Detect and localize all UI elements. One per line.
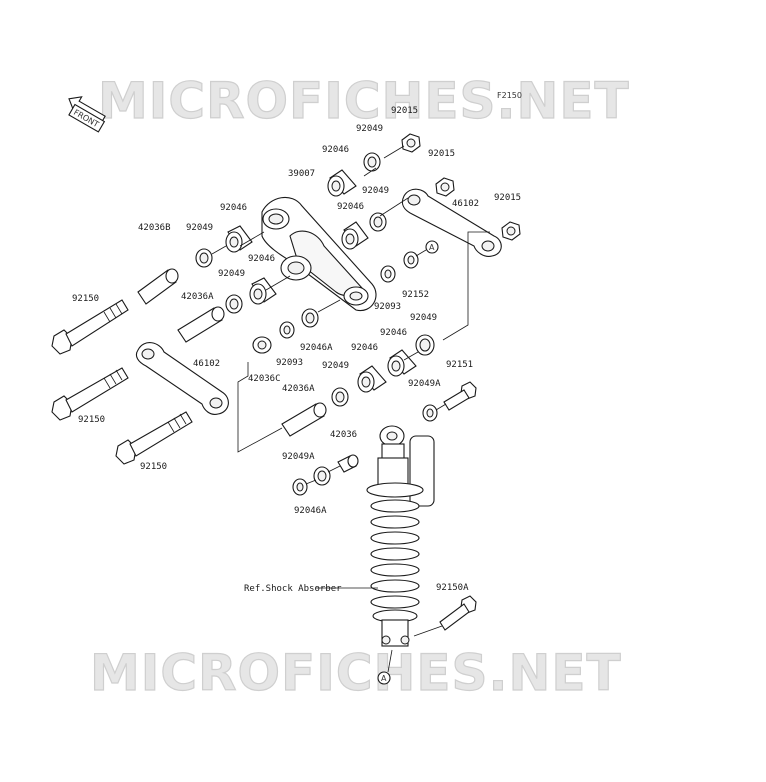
part-label: 92150 — [140, 462, 167, 472]
collar-42036 — [337, 454, 359, 473]
part-label: 92152 — [402, 290, 429, 300]
marker-a-upper: A — [425, 240, 439, 254]
part-label: 92046 — [337, 202, 364, 212]
bearing-92046-e — [387, 349, 417, 377]
marker-a-lower: A — [377, 671, 391, 685]
part-label: 92015 — [391, 106, 418, 116]
shock-absorber-reference-label: Ref.Shock Absorber — [244, 584, 342, 594]
rocker-arm-39007 — [261, 196, 377, 312]
nut-92015-c — [501, 221, 521, 241]
part-label: 39007 — [288, 169, 315, 179]
collar-42036B — [137, 268, 179, 305]
part-label: 92049 — [356, 124, 383, 134]
part-label: 92046 — [380, 328, 407, 338]
washer-92049A-b — [292, 478, 308, 496]
part-label: 92015 — [494, 193, 521, 203]
part-label: 92046 — [322, 145, 349, 155]
part-label: 92046A — [300, 343, 333, 353]
bearing-92046A-a — [301, 308, 319, 328]
part-label: 92150A — [436, 583, 469, 593]
washer-92093-a — [380, 265, 396, 283]
svg-text:A: A — [381, 674, 387, 683]
part-label: 92015 — [428, 149, 455, 159]
collar-42036A-b — [281, 402, 327, 437]
nut-92015-a — [401, 133, 421, 153]
part-label: 92046A — [294, 506, 327, 516]
part-label: 42036A — [282, 384, 315, 394]
bearing-92046A-b — [313, 466, 331, 486]
bolt-92151 — [443, 381, 477, 411]
bearing-92046-a — [327, 169, 357, 197]
bearing-92046-c — [225, 225, 253, 253]
part-label: 92049 — [410, 313, 437, 323]
part-label: 92093 — [374, 302, 401, 312]
part-label: 92150 — [72, 294, 99, 304]
seal-92049-c — [195, 248, 213, 268]
seal-92049-a — [363, 152, 381, 172]
diagram-code: F2150 — [497, 91, 522, 100]
bolt-92150-a — [51, 299, 129, 355]
part-label: 92151 — [446, 360, 473, 370]
part-label: 92046 — [351, 343, 378, 353]
bearing-92046-b — [341, 221, 369, 250]
watermark-top: MICROFICHES.NET — [98, 72, 630, 130]
bearing-92046-d — [249, 277, 277, 305]
watermark-bottom: MICROFICHES.NET — [90, 644, 622, 702]
tie-rod-46102-upper — [401, 188, 502, 257]
seal-92049-b — [369, 212, 387, 232]
part-label: 92046 — [248, 254, 275, 264]
part-label: 46102 — [193, 359, 220, 369]
part-label: 92049 — [322, 361, 349, 371]
part-label: 92049 — [218, 269, 245, 279]
nut-92015-b — [435, 177, 455, 197]
part-label: 46102 — [452, 199, 479, 209]
bolt-92150-c — [115, 411, 193, 465]
bolt-92150A — [439, 595, 477, 631]
part-label: 42036B — [138, 223, 171, 233]
part-label: 92046 — [220, 203, 247, 213]
collar-42036A-a — [177, 306, 225, 343]
seal-92049-d — [225, 294, 243, 314]
svg-text:A: A — [429, 243, 435, 252]
part-label: 92049A — [282, 452, 315, 462]
shock-absorber — [366, 425, 435, 647]
part-label: 92150 — [78, 415, 105, 425]
part-label: 92093 — [276, 358, 303, 368]
seal-92049-e — [415, 334, 435, 356]
washer-92093-b — [279, 321, 295, 339]
bearing-92046-f — [357, 365, 387, 393]
part-label: 92049A — [408, 379, 441, 389]
part-label: 42036C — [248, 374, 281, 384]
washer-92152 — [403, 251, 419, 269]
washer-92049A-a — [422, 404, 438, 422]
part-label: 92049 — [186, 223, 213, 233]
bolt-92150-b — [51, 367, 129, 421]
seal-92049-f — [331, 387, 349, 407]
shock-spring — [370, 499, 420, 609]
part-label: 92049 — [362, 186, 389, 196]
tie-rod-46102-lower — [135, 342, 229, 415]
collar-42036C — [252, 336, 272, 354]
part-label: 42036A — [181, 292, 214, 302]
leader-lines — [211, 145, 490, 673]
part-label: 42036 — [330, 430, 357, 440]
